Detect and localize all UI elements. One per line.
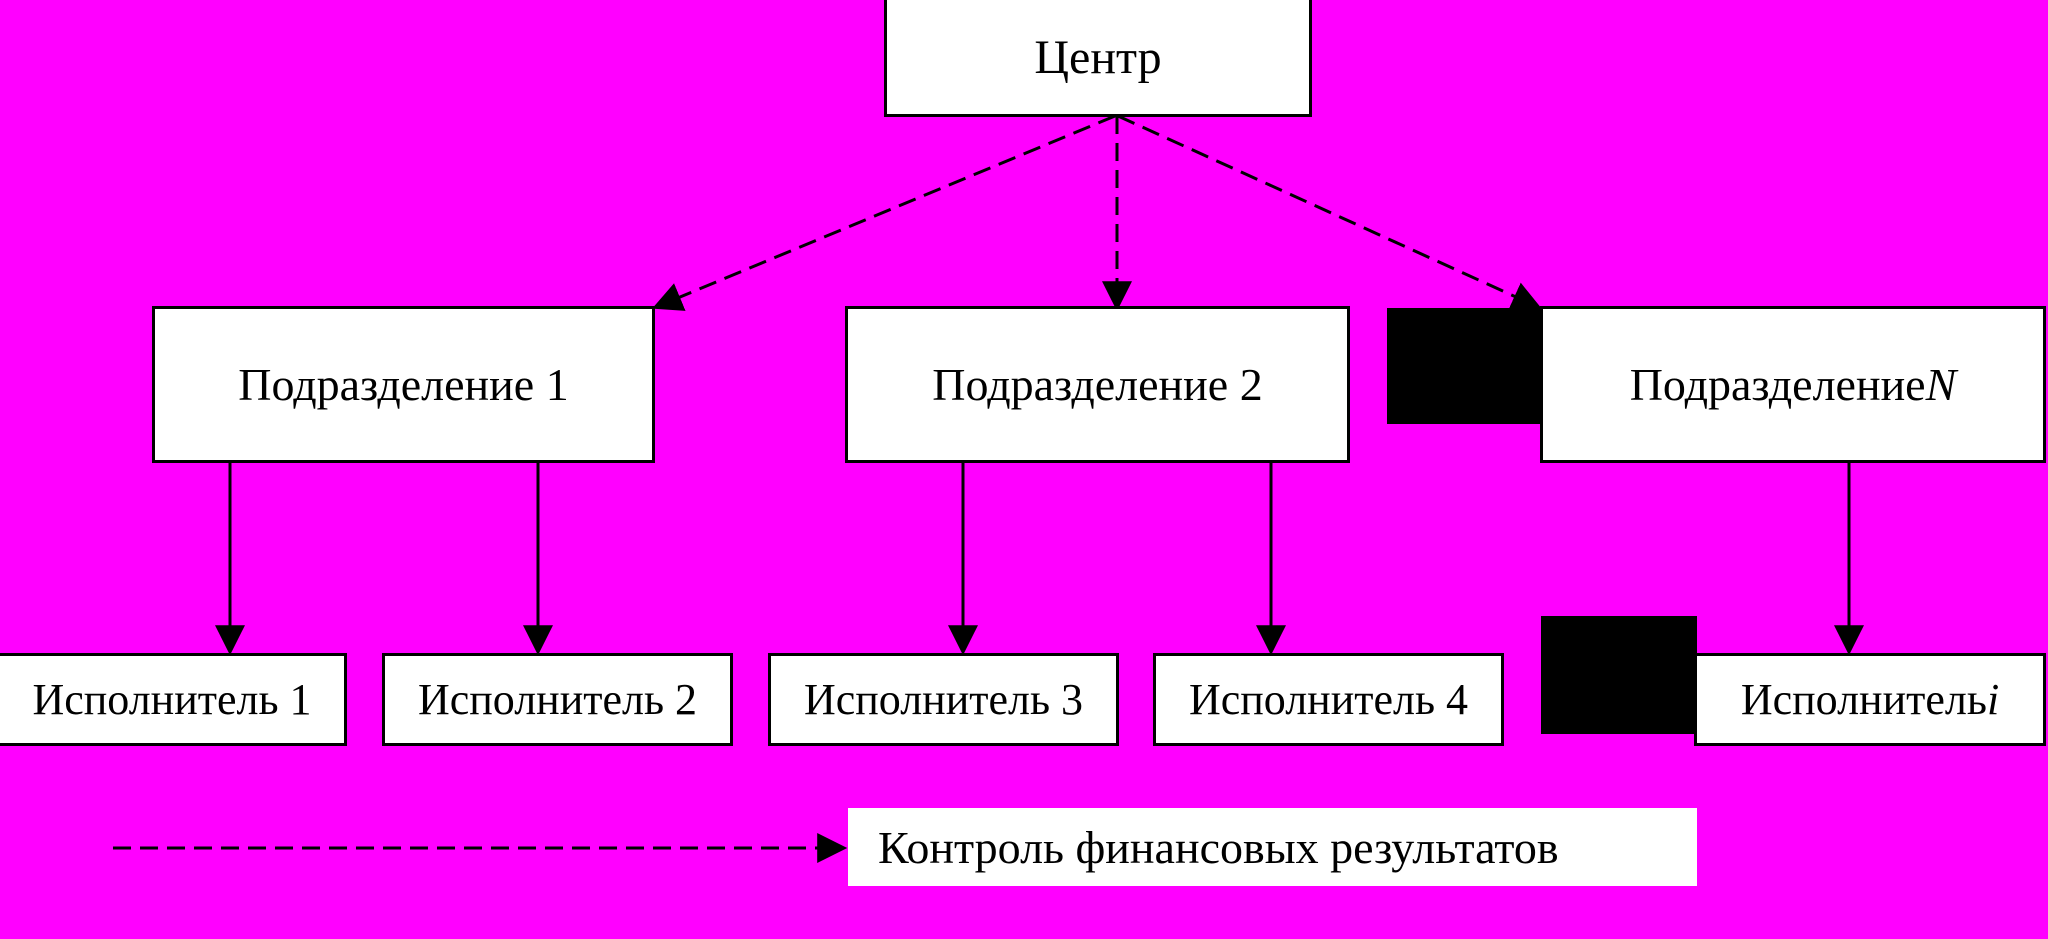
division-1-label: Подразделение 1	[238, 359, 569, 410]
executor-1-box: Исполнитель 1	[0, 653, 347, 746]
executor-i-label: Исполнитель i	[1740, 675, 2000, 724]
executor-i-box: Исполнитель i	[1694, 653, 2046, 746]
black-square-lower	[1541, 616, 1697, 734]
control-arrow-division-1	[652, 114, 1116, 311]
center-box: Центр	[884, 0, 1312, 117]
division-n-box: Подразделение N	[1540, 306, 2046, 463]
executor-i-italic: i	[1986, 675, 2000, 724]
legend-box: Контроль финансовых результатов	[848, 808, 1697, 886]
division-1-box: Подразделение 1	[152, 306, 655, 463]
division-2-label: Подразделение 2	[932, 359, 1263, 410]
legend-label: Контроль финансовых результатов	[878, 821, 1559, 873]
executor-2-label: Исполнитель 2	[417, 675, 698, 724]
center-label: Центр	[1034, 30, 1162, 84]
division-n-label: Подразделение N	[1629, 359, 1957, 410]
executor-4-label: Исполнитель 4	[1188, 675, 1469, 724]
executor-4-box: Исполнитель 4	[1153, 653, 1504, 746]
executor-1-label: Исполнитель 1	[32, 675, 312, 724]
black-square-upper	[1387, 308, 1542, 424]
division-n-italic: N	[1925, 359, 1957, 410]
executor-3-box: Исполнитель 3	[768, 653, 1119, 746]
control-arrow-division-n	[1117, 114, 1542, 310]
division-2-box: Подразделение 2	[845, 306, 1350, 463]
executor-3-label: Исполнитель 3	[803, 675, 1084, 724]
executor-2-box: Исполнитель 2	[382, 653, 733, 746]
